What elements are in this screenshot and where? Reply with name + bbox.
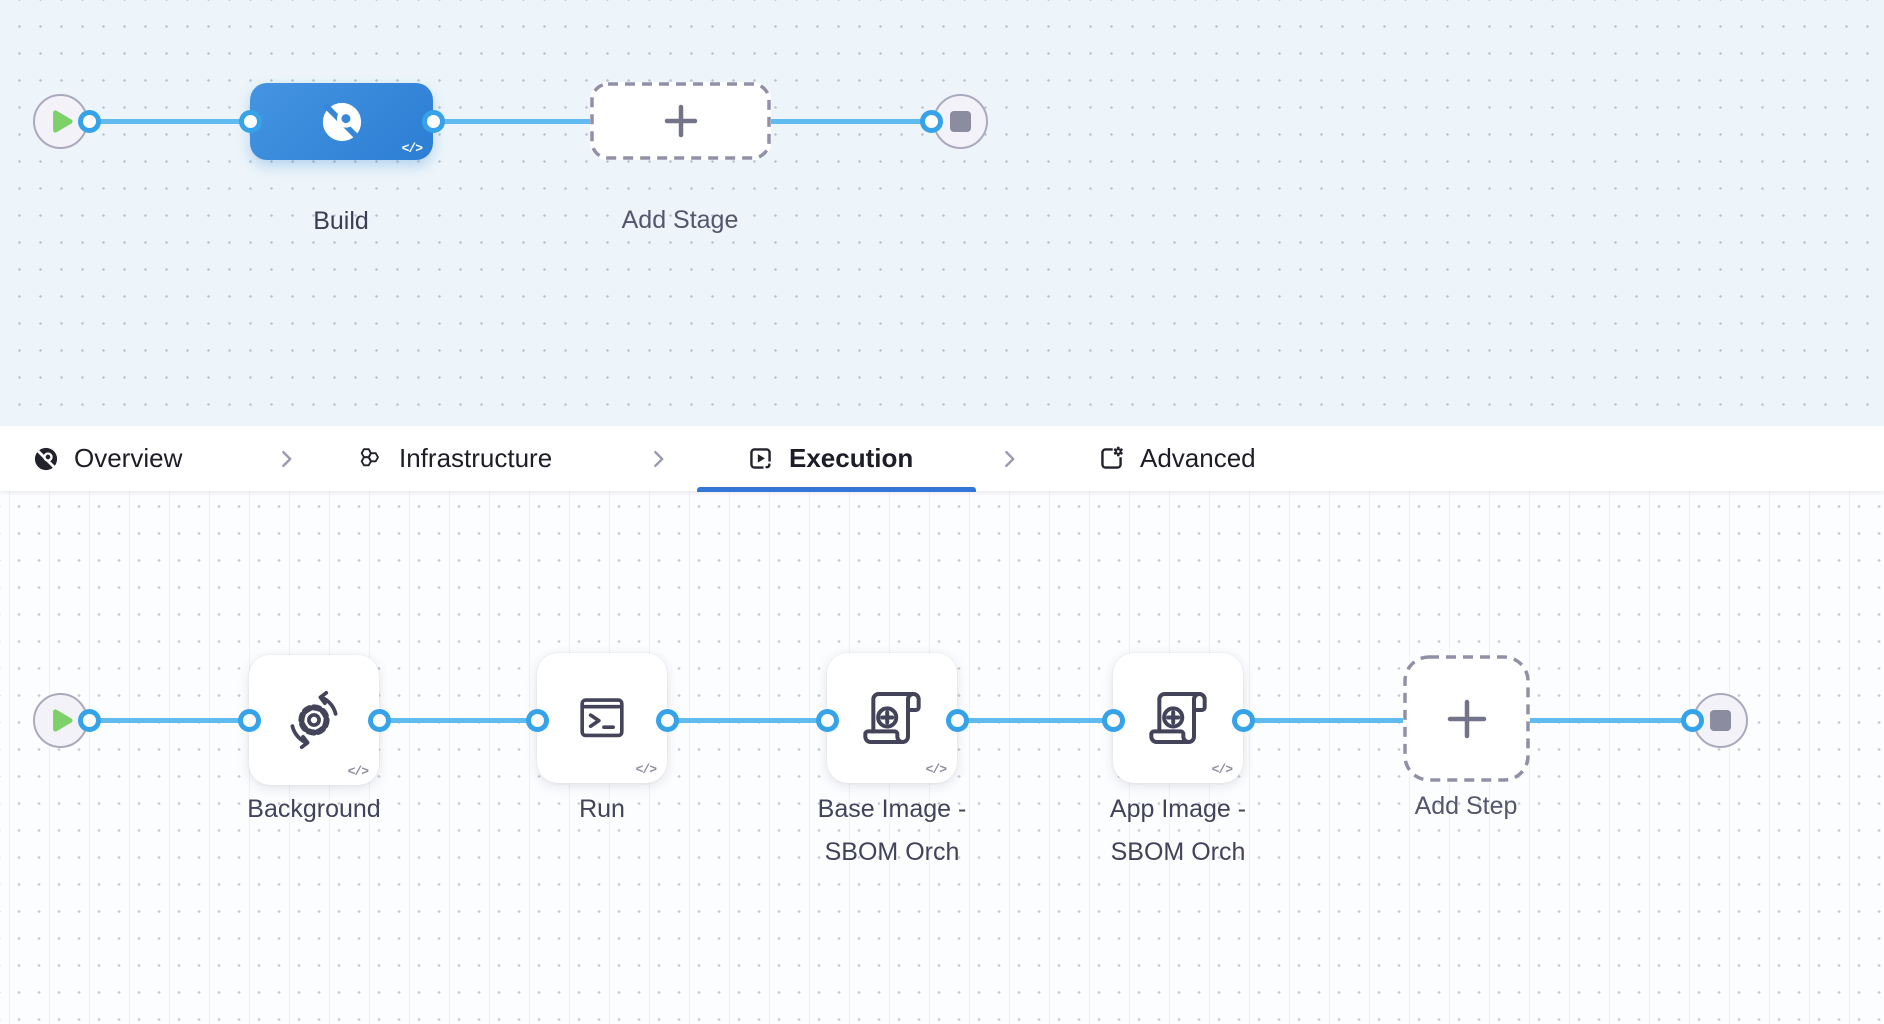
connector-port[interactable] (238, 709, 261, 732)
add-stage-label: Add Stage (621, 206, 739, 234)
dashed-border (1403, 655, 1530, 782)
label-line-2: SBOM Orch (1110, 838, 1246, 866)
label-line-2: SBOM Orch (824, 838, 960, 866)
connector-port[interactable] (368, 709, 391, 732)
build-circle-icon (34, 447, 58, 470)
step-label-base-image-sbom: Base Image - SBOM Orch (772, 788, 1012, 874)
execution-steps-canvas[interactable]: </> </> (0, 491, 1884, 1024)
stage-connector-line (89, 119, 933, 124)
stop-icon (950, 111, 971, 132)
connector-port[interactable] (239, 110, 262, 133)
code-view-badge[interactable]: </> (925, 762, 947, 777)
tab-label: Advanced (1140, 443, 1256, 473)
connector-port[interactable] (1232, 709, 1255, 732)
tab-infrastructure[interactable]: Infrastructure (357, 426, 552, 491)
step-label-background: Background (247, 795, 381, 823)
tab-label: Infrastructure (399, 443, 553, 473)
plus-icon (664, 104, 697, 138)
pipeline-end-node[interactable] (933, 94, 988, 149)
step-node-app-image-sbom[interactable]: </> (1113, 653, 1243, 783)
terminal-icon (580, 698, 624, 738)
play-window-icon (750, 448, 771, 469)
scroll-plus-icon (863, 692, 921, 744)
chevron-right-icon (648, 426, 670, 491)
tab-overview[interactable]: Overview (32, 426, 182, 491)
active-tab-underline (697, 487, 976, 492)
play-icon (53, 709, 73, 732)
plus-icon (1447, 699, 1486, 738)
code-view-badge[interactable]: </> (1211, 762, 1233, 777)
connector-port[interactable] (526, 709, 549, 732)
step-label-run: Run (579, 795, 625, 823)
tab-label: Execution (789, 443, 914, 473)
code-view-badge[interactable]: </> (635, 762, 657, 777)
label-line-1: Base Image - (817, 795, 967, 823)
connector-port[interactable] (422, 110, 445, 133)
hexagons-icon (360, 447, 379, 466)
step-node-background[interactable]: </> (249, 655, 379, 785)
stage-label-build: Build (313, 207, 369, 235)
stop-icon (1710, 710, 1731, 731)
play-icon (53, 110, 73, 133)
add-step-label: Add Step (1414, 792, 1518, 820)
dashed-border (590, 82, 771, 160)
chevron-right-icon (276, 426, 298, 491)
connector-port[interactable] (920, 110, 943, 133)
gear-sync-icon (290, 690, 338, 750)
code-view-badge[interactable]: </> (347, 764, 369, 779)
window-gear-icon (1101, 446, 1123, 469)
add-step-button[interactable] (1403, 655, 1530, 782)
step-node-base-image-sbom[interactable]: </> (827, 653, 957, 783)
scroll-plus-icon (1149, 692, 1207, 744)
label-line-1: App Image - (1109, 795, 1247, 823)
chevron-right-icon (999, 426, 1021, 491)
build-stage-icon (322, 102, 361, 141)
code-view-badge[interactable]: </> (401, 141, 423, 156)
connector-port[interactable] (78, 110, 101, 133)
connector-port[interactable] (656, 709, 679, 732)
tab-advanced[interactable]: Advanced (1097, 426, 1256, 491)
connector-port[interactable] (1102, 709, 1125, 732)
stage-node-build[interactable]: </> (250, 83, 433, 160)
tab-execution[interactable]: Execution (746, 426, 913, 491)
connector-port[interactable] (946, 709, 969, 732)
tab-label: Overview (74, 443, 183, 473)
step-label-app-image-sbom: App Image - SBOM Orch (1058, 788, 1298, 874)
execution-start-node[interactable] (33, 693, 88, 748)
connector-port[interactable] (816, 709, 839, 732)
step-node-run[interactable]: </> (537, 653, 667, 783)
add-stage-button[interactable] (590, 82, 771, 160)
connector-port[interactable] (1681, 709, 1704, 732)
connector-port[interactable] (78, 709, 101, 732)
stage-pipeline-canvas[interactable]: </> Build Add Stage (0, 0, 1884, 426)
stage-config-tabbar: Overview Infrastructure (0, 426, 1884, 492)
